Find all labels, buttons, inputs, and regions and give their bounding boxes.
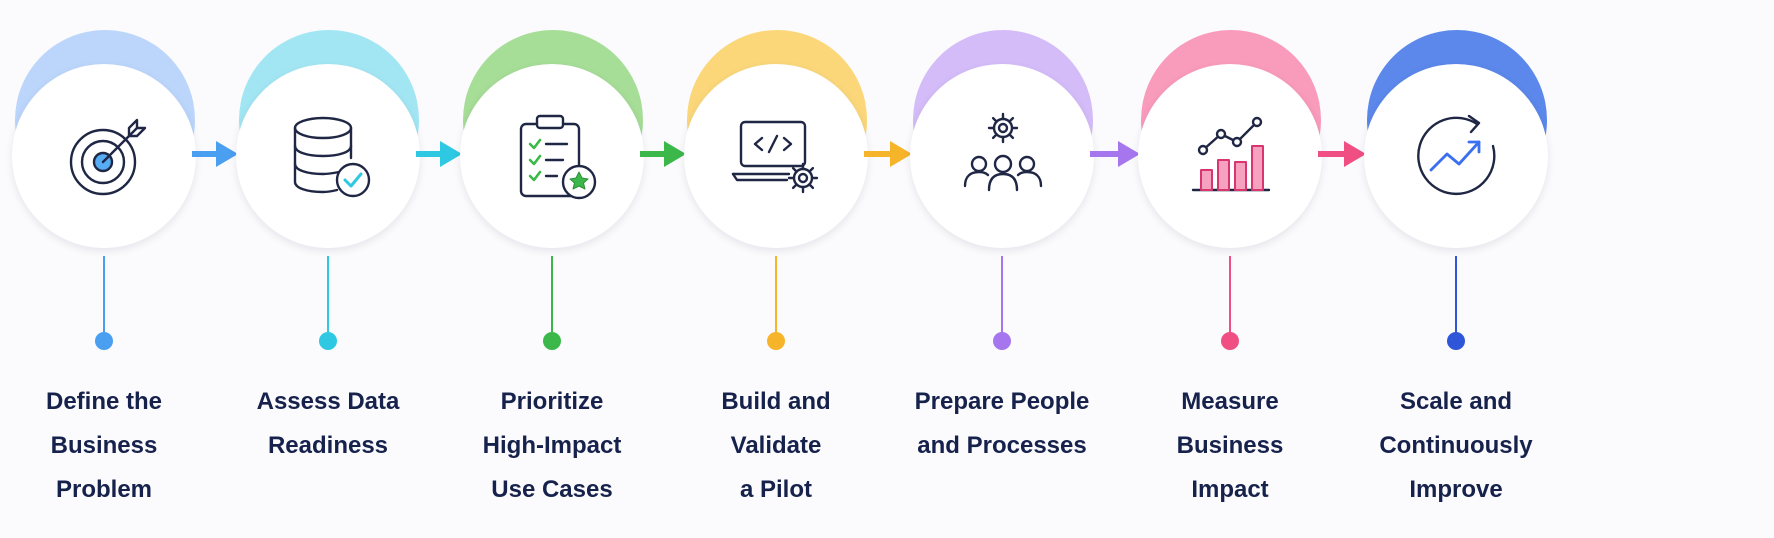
step-marker-dot	[993, 332, 1011, 350]
flow-arrow-icon	[864, 141, 912, 167]
step-label-line: Continuously	[1379, 432, 1533, 459]
step-label-line: Define the	[45, 388, 162, 415]
step-icon-circle	[460, 64, 644, 248]
step-label-line: Use Cases	[491, 476, 613, 503]
step-label-line: Build and	[721, 388, 831, 415]
database-check-icon	[293, 116, 371, 198]
flow-arrow-icon	[1318, 141, 1366, 167]
step-label-line: Readiness	[267, 432, 389, 459]
clipboard-checklist-icon	[519, 114, 597, 200]
step-label-line: Business	[1176, 432, 1284, 459]
step-marker-dot	[1221, 332, 1239, 350]
growth-cycle-icon	[1416, 114, 1496, 196]
step-label-line: Problem	[55, 476, 153, 503]
step-icon-circle	[684, 64, 868, 248]
step-label-line: Improve	[1409, 476, 1503, 503]
team-gear-icon	[953, 106, 1053, 206]
step-marker-dot	[543, 332, 561, 350]
step-label-line: Validate	[730, 432, 822, 459]
step-marker-dot	[319, 332, 337, 350]
step-label-line: Impact	[1191, 476, 1269, 503]
step-label-line: a Pilot	[739, 476, 812, 503]
step-marker-dot	[1447, 332, 1465, 350]
target-icon	[69, 118, 147, 196]
step-label-line: Assess Data	[256, 388, 400, 415]
flow-arrow-icon	[1090, 141, 1140, 167]
step-connector-line	[103, 256, 105, 340]
step-marker-dot	[95, 332, 113, 350]
step-connector-line	[775, 256, 777, 340]
flow-arrow-icon	[192, 141, 238, 167]
step-label-line: Prepare People	[914, 388, 1090, 415]
step-label-line: Scale and	[1399, 388, 1513, 415]
step-label-line: Business	[50, 432, 158, 459]
flow-arrow-icon	[416, 141, 462, 167]
step-connector-line	[327, 256, 329, 340]
step-label-line: and Processes	[917, 432, 1087, 459]
flow-arrow-icon	[640, 141, 686, 167]
step-label-line: Measure	[1181, 388, 1279, 415]
step-label-line: Prioritize	[500, 388, 604, 415]
laptop-code-gear-icon	[727, 106, 827, 206]
step-marker-dot	[767, 332, 785, 350]
step-connector-line	[1455, 256, 1457, 340]
step-label-line: High-Impact	[482, 432, 622, 459]
step-connector-line	[551, 256, 553, 340]
step-connector-line	[1229, 256, 1231, 340]
step-label: Prepare People and Processes	[902, 380, 1102, 468]
step-icon-circle	[1364, 64, 1548, 248]
process-step: Prepare People and Processes	[902, 0, 1102, 538]
step-connector-line	[1001, 256, 1003, 340]
step-icon-circle	[1138, 64, 1322, 248]
bar-line-chart-icon	[1191, 116, 1271, 192]
